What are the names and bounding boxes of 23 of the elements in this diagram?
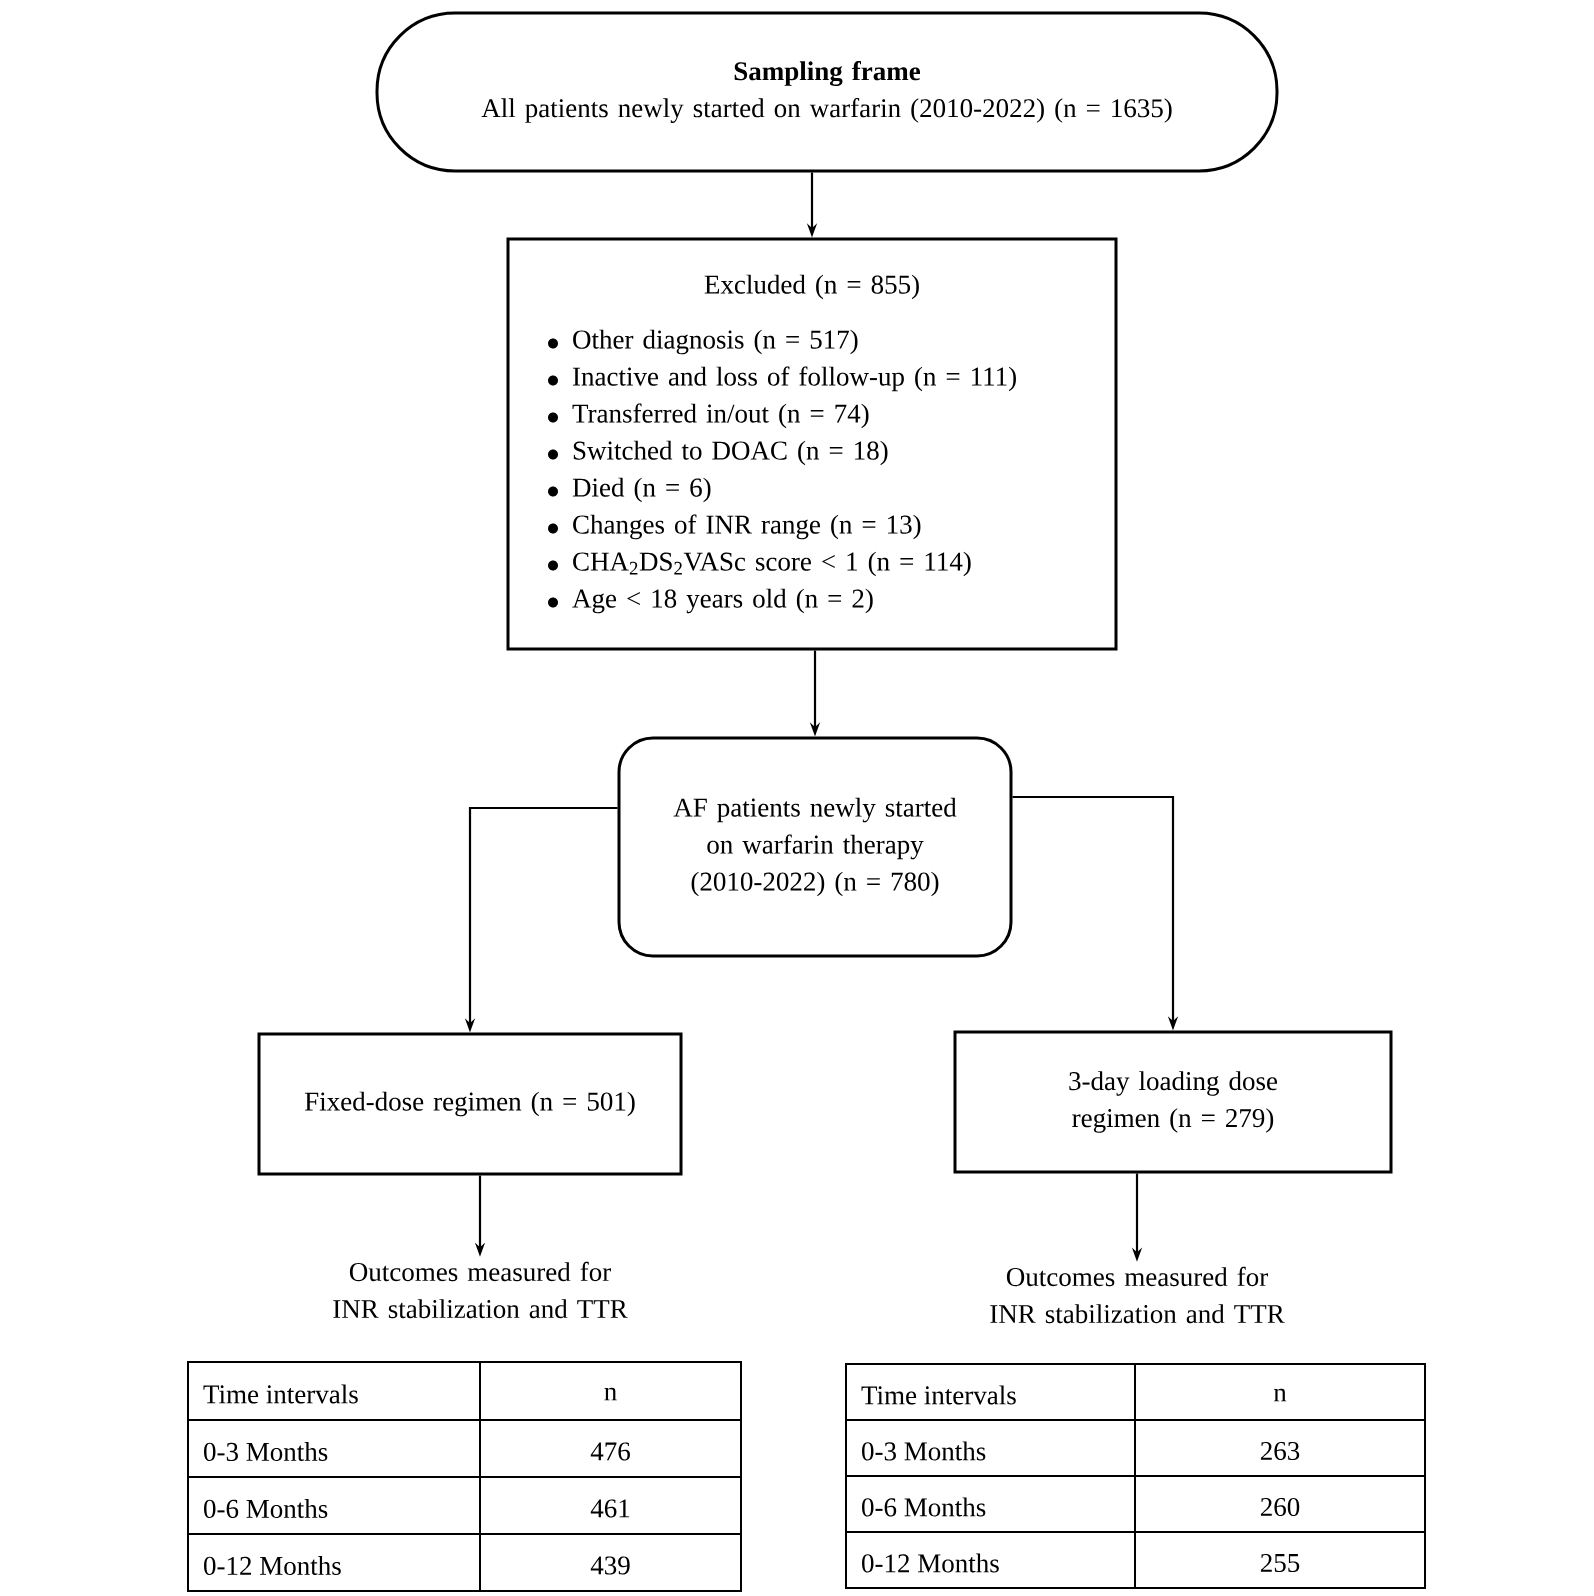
- table-cell: n: [479, 1361, 742, 1421]
- table-cell: 0-12 Months: [187, 1533, 481, 1592]
- table-cell: 263: [1134, 1419, 1426, 1477]
- table-cell: 439: [479, 1533, 742, 1592]
- process-box: Fixed-dose regimen (n = 501): [257, 1032, 683, 1176]
- table-cell: 461: [479, 1476, 742, 1535]
- process-box: AF patients newly started on warfarin therapy (2010-2022) (n = 780): [617, 736, 1013, 958]
- outcome-text: Outcomes measured for INR stabilization and TTR: [990, 1266, 1285, 1324]
- terminal-box: Sampling frame All patients newly started on warfarin (2010-2022) (n = 1635): [375, 11, 1279, 173]
- table-cell: Time intervals: [845, 1363, 1136, 1421]
- table-cell: n: [1134, 1363, 1426, 1421]
- table-cell: 0-3 Months: [845, 1419, 1136, 1477]
- exclusion-box: Excluded (n = 855) Other diagnosis (n = 517) Inactive and loss of follow-up (n = 111) Transferred in/out (n = 74) Switched to DOAC (n = 18) Died (n = 6) Changes of INR range (n = 13) CHA$_{2}$DS$_{2}$VASc score < 1 (n = 114) Age < 18 years old (n = 2): [506, 237, 1118, 651]
- table-cell: Time intervals: [187, 1361, 481, 1421]
- table-cell: 0-6 Months: [187, 1476, 481, 1535]
- table-cell: 0-3 Months: [187, 1419, 481, 1478]
- table-cell: 0-6 Months: [845, 1475, 1136, 1533]
- outcome-text: Outcomes measured for INR stabilization and TTR: [333, 1261, 628, 1319]
- table-cell: 0-12 Months: [845, 1531, 1136, 1589]
- process-box: 3-day loading dose regimen (n = 279): [953, 1030, 1393, 1174]
- table-cell: 255: [1134, 1531, 1426, 1589]
- table-cell: 260: [1134, 1475, 1426, 1533]
- table-cell: 476: [479, 1419, 742, 1478]
